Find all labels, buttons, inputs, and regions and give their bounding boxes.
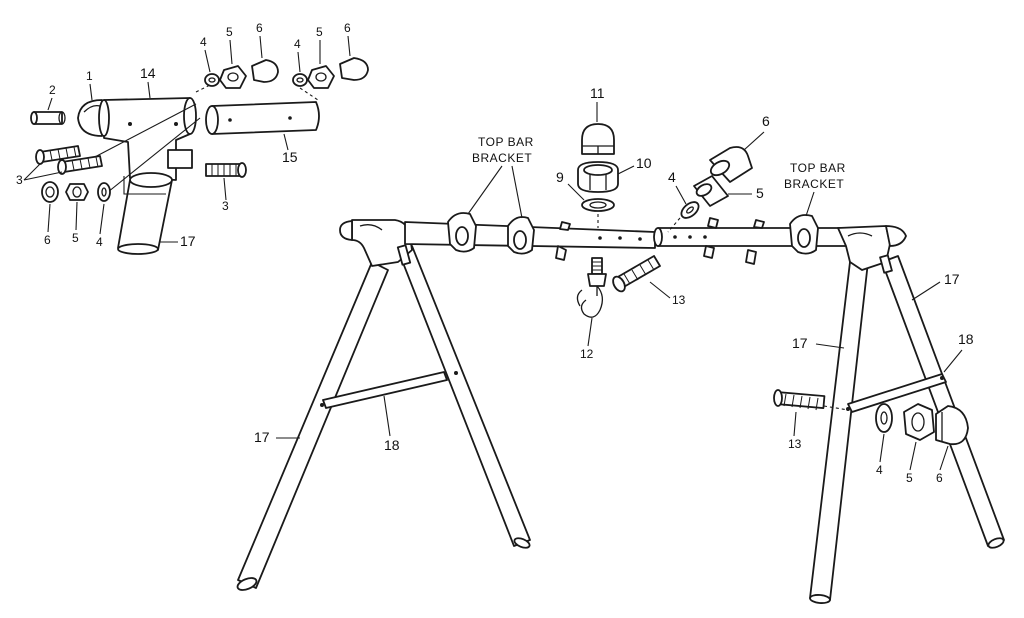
right-front-leg-end [809, 594, 831, 604]
label-4-center: 4 [668, 169, 676, 185]
label-9: 9 [556, 169, 564, 185]
left-inner-leg [397, 245, 531, 547]
inset-detail [30, 57, 369, 255]
left-inner-leg-end [513, 537, 531, 549]
wing-nut-4 [707, 217, 719, 229]
hex-nut-5-right [903, 403, 935, 441]
hanger-hook-12 [576, 257, 607, 318]
right-front-leg [809, 261, 869, 601]
label-3b: 3 [222, 199, 229, 213]
label-12: 12 [580, 347, 594, 361]
bolt-3-c [205, 162, 247, 178]
label-13-center: 13 [672, 293, 686, 307]
washer-4-top-b [292, 73, 308, 87]
label-1: 1 [86, 69, 93, 83]
left-outer-leg-end [236, 577, 258, 591]
wing-nut-3 [703, 245, 715, 259]
right-brace [847, 373, 947, 413]
label-17-right-a: 17 [944, 271, 960, 287]
wing-nut-5 [745, 249, 757, 265]
washer-4-right [875, 403, 893, 433]
label-15: 15 [282, 149, 298, 165]
right-back-leg [881, 255, 1005, 547]
bracket-label-left-1: TOP BAR [478, 135, 534, 149]
left-a-frame [236, 219, 531, 591]
top-bar-joint [653, 227, 663, 247]
label-4c: 4 [96, 235, 103, 249]
label-6-right: 6 [936, 471, 943, 485]
label-14: 14 [140, 65, 156, 81]
tube-15 [211, 101, 320, 135]
label-5-center: 5 [756, 185, 764, 201]
label-11: 11 [590, 85, 605, 101]
label-5b: 5 [316, 25, 323, 39]
cap-nut-6-top-a [251, 59, 279, 83]
label-5-right: 5 [906, 471, 913, 485]
hex-nut-5-inset [65, 183, 89, 201]
right-back-leg-end [987, 537, 1005, 549]
label-5a: 5 [226, 25, 233, 39]
label-18-left: 18 [384, 437, 400, 453]
top-bar [404, 212, 849, 265]
tee-tab [167, 149, 193, 169]
hex-nut-5-top-a [219, 65, 247, 89]
label-3a: 3 [16, 173, 23, 187]
label-13-right: 13 [788, 437, 802, 451]
left-elbow-bolt [396, 244, 412, 266]
bracket-label-right-1: TOP BAR [790, 161, 846, 175]
right-end-cap [885, 225, 907, 247]
label-4-right: 4 [876, 463, 883, 477]
washer-4-top-a [204, 73, 220, 87]
label-6a: 6 [256, 21, 263, 35]
tube-17-inset [117, 179, 173, 251]
wing-nut-1 [555, 245, 567, 261]
label-6c: 6 [44, 233, 51, 247]
right-a-frame [809, 225, 1005, 604]
label-10: 10 [636, 155, 652, 171]
top-bar-right-half [657, 227, 849, 247]
label-17-left: 17 [254, 429, 270, 445]
label-17-inset: 17 [180, 233, 196, 249]
label-4a: 4 [200, 35, 207, 49]
bolt-3-b [57, 155, 103, 175]
bolt-13-center [612, 255, 661, 293]
bolt-3-a [35, 145, 81, 165]
left-end-cap [339, 220, 353, 241]
label-4b: 4 [294, 37, 301, 51]
hex-nut-5-top-b [307, 65, 335, 89]
label-6-center: 6 [762, 113, 770, 129]
pin-2 [33, 111, 63, 125]
washer-4-inset [97, 182, 111, 202]
left-brace [322, 371, 448, 409]
right-hardware [773, 389, 969, 446]
label-6b: 6 [344, 21, 351, 35]
end-cap-1 [77, 99, 103, 137]
bracket-label-right-2: BRACKET [784, 177, 844, 191]
bracket-label-left-2: BRACKET [472, 151, 532, 165]
labels: 2 1 14 4 5 6 4 5 6 15 3 3 6 5 4 17 TOP B… [16, 21, 974, 485]
cap-nut-6-right [935, 405, 969, 446]
right-elbow-bolt [879, 254, 893, 274]
left-elbow-fitting [351, 219, 413, 267]
wing-nut-6 [753, 219, 765, 229]
washer-4-center [680, 201, 700, 219]
label-18-right: 18 [958, 331, 974, 347]
label-17-right-b: 17 [792, 335, 808, 351]
bolt-13-right [773, 389, 826, 411]
left-outer-leg [237, 261, 389, 589]
label-5c: 5 [72, 231, 79, 245]
center-hardware [576, 123, 753, 318]
wing-nut-2 [559, 221, 571, 231]
washer-9 [581, 198, 615, 212]
cap-nut-6-top-b [339, 57, 369, 81]
cap-nut-6-inset [41, 181, 59, 203]
cap-nut-6-center [709, 146, 753, 183]
label-2: 2 [49, 83, 56, 97]
